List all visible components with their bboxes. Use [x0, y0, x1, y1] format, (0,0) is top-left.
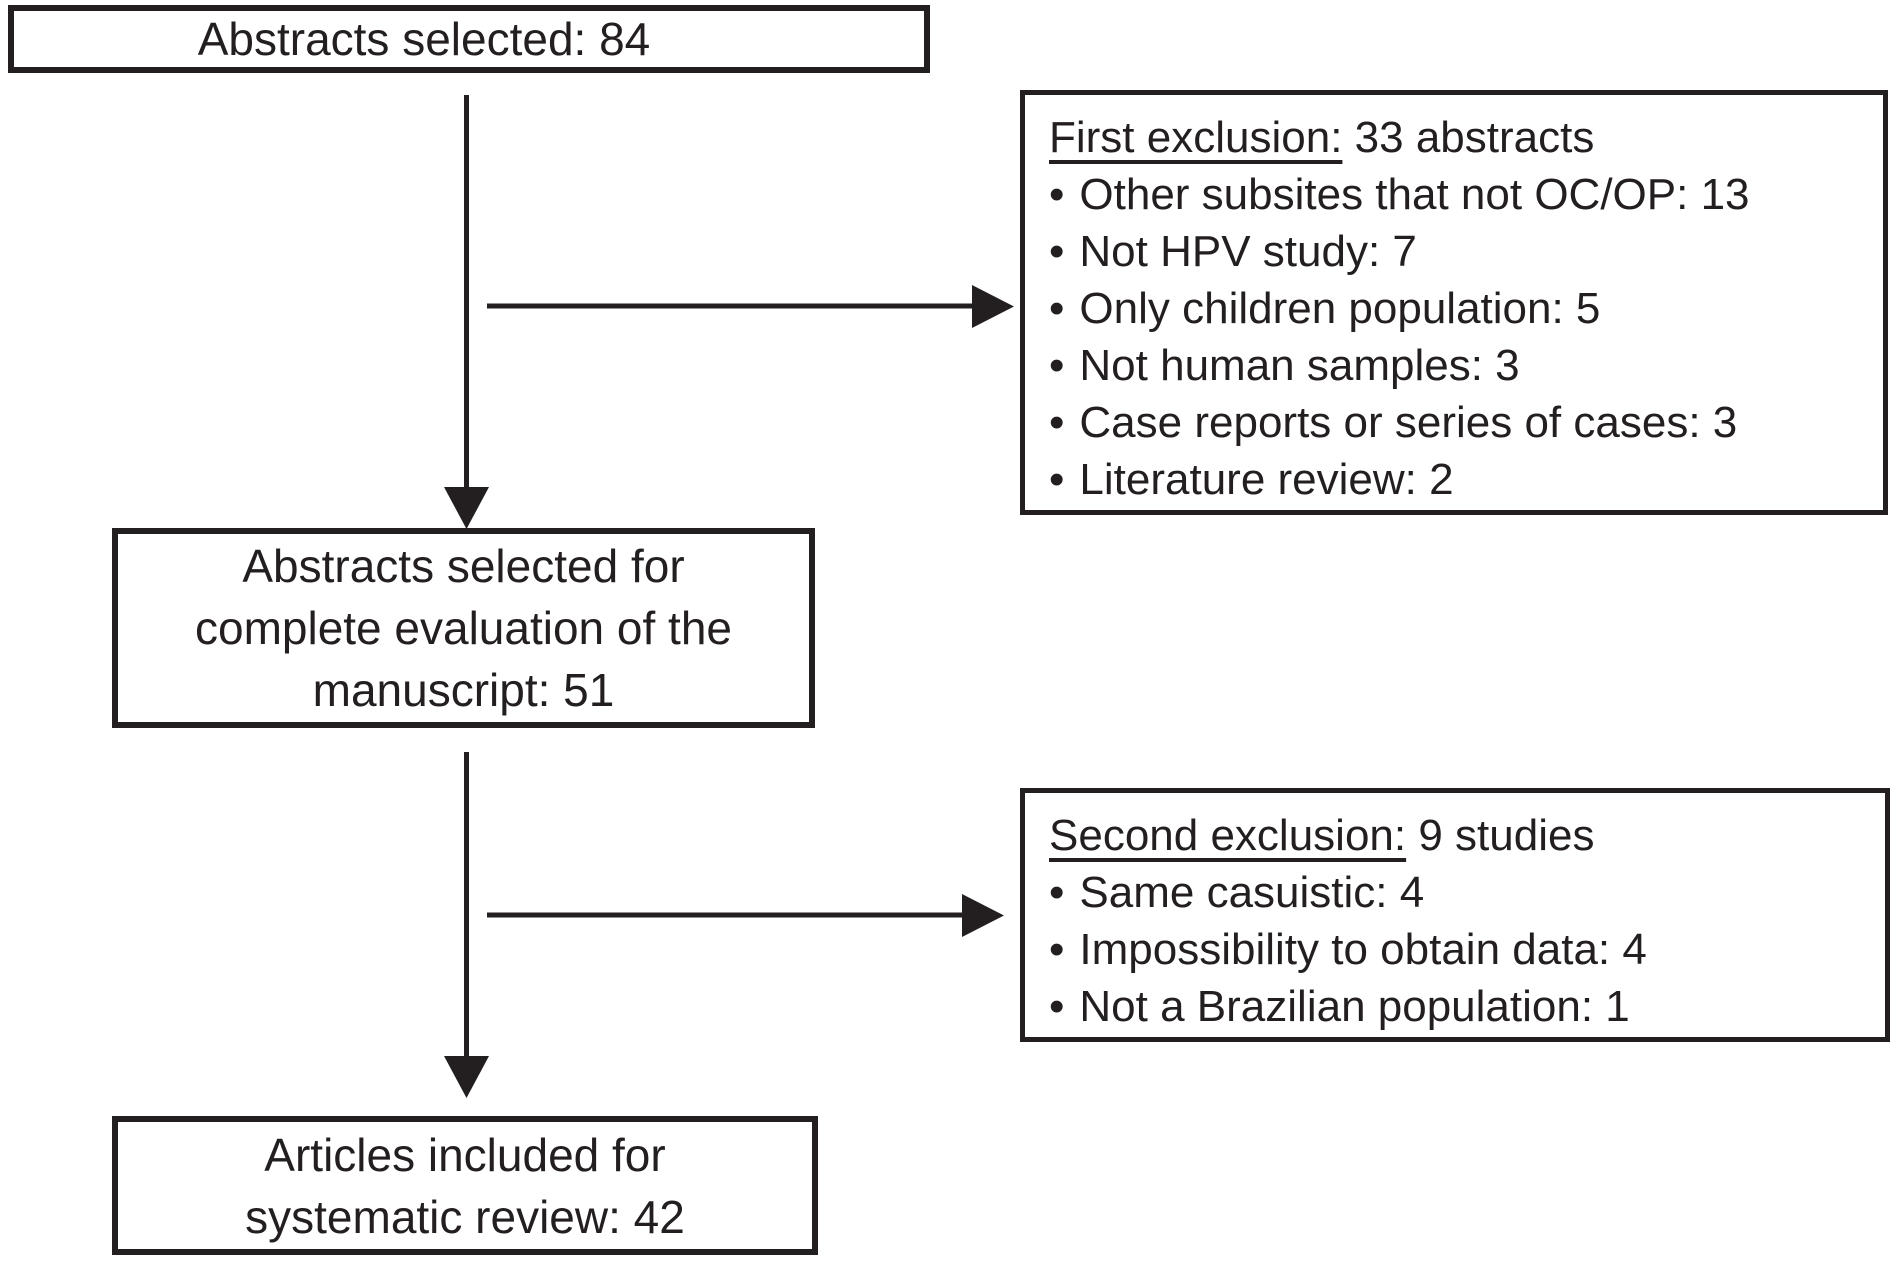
exclusion-reason-text: Only children population: 5 — [1079, 284, 1601, 333]
box-first-exclusion: First exclusion: 33 abstracts • Other su… — [1020, 90, 1888, 515]
bullet-icon: • — [1049, 398, 1065, 447]
box-articles-included: Articles included for systematic review:… — [112, 1116, 818, 1255]
second-exclusion-title-underlined: Second exclusion: — [1049, 811, 1407, 860]
exclusion-reason-item: • Not human samples: 3 — [1049, 337, 1865, 394]
exclusion-reason-item: • Impossibility to obtain data: 4 — [1049, 921, 1867, 978]
exclusion-reason-text: Same casuistic: 4 — [1079, 868, 1425, 917]
complete-evaluation-line: Abstracts selected for — [242, 540, 685, 592]
bullet-icon: • — [1049, 982, 1065, 1031]
box-abstracts-selected: Abstracts selected: 84 — [8, 5, 930, 73]
arrow-middle-to-bottom — [444, 752, 489, 1098]
box-second-exclusion: Second exclusion: 9 studies • Same casui… — [1020, 788, 1890, 1042]
articles-included-line: Articles included for — [264, 1128, 666, 1181]
abstracts-selected-text: Abstracts selected: 84 — [197, 13, 651, 65]
complete-evaluation-line: complete evaluation of the — [194, 602, 733, 654]
exclusion-reason-text: Literature review: 2 — [1079, 455, 1454, 504]
bullet-icon: • — [1049, 284, 1065, 333]
first-exclusion-title: First exclusion: 33 abstracts — [1049, 109, 1865, 166]
complete-evaluation-line: manuscript: 51 — [312, 664, 615, 716]
exclusion-reason-text: Not HPV study: 7 — [1079, 227, 1417, 276]
bullet-icon: • — [1049, 170, 1065, 219]
second-exclusion-title-count: 9 studies — [1406, 811, 1595, 860]
exclusion-reason-text: Case reports or series of cases: 3 — [1079, 398, 1738, 447]
bullet-icon: • — [1049, 868, 1065, 917]
exclusion-reason-item: • Only children population: 5 — [1049, 280, 1865, 337]
articles-included-line: systematic review: 42 — [245, 1190, 685, 1243]
exclusion-reason-item: • Case reports or series of cases: 3 — [1049, 394, 1865, 451]
bullet-icon: • — [1049, 341, 1065, 390]
exclusion-reason-item: • Same casuistic: 4 — [1049, 864, 1867, 921]
arrow-branch-first-exclusion — [487, 285, 1014, 328]
exclusion-reason-text: Other subsites that not OC/OP: 13 — [1079, 170, 1750, 219]
first-exclusion-list: • Other subsites that not OC/OP: 13 • No… — [1049, 166, 1865, 508]
exclusion-reason-item: • Not HPV study: 7 — [1049, 223, 1865, 280]
box-complete-evaluation: Abstracts selected for complete evaluati… — [112, 528, 815, 728]
exclusion-reason-item: • Not a Brazilian population: 1 — [1049, 978, 1867, 1035]
arrow-top-to-middle — [444, 95, 489, 529]
arrow-branch-second-exclusion — [487, 894, 1004, 937]
bullet-icon: • — [1049, 227, 1065, 276]
exclusion-reason-item: • Other subsites that not OC/OP: 13 — [1049, 166, 1865, 223]
second-exclusion-title: Second exclusion: 9 studies — [1049, 807, 1867, 864]
second-exclusion-list: • Same casuistic: 4 • Impossibility to o… — [1049, 864, 1867, 1035]
first-exclusion-title-count: 33 abstracts — [1342, 113, 1595, 162]
first-exclusion-title-underlined: First exclusion: — [1049, 113, 1343, 162]
exclusion-reason-text: Impossibility to obtain data: 4 — [1079, 925, 1647, 974]
exclusion-reason-text: Not a Brazilian population: 1 — [1079, 982, 1630, 1031]
exclusion-reason-item: • Literature review: 2 — [1049, 451, 1865, 508]
bullet-icon: • — [1049, 925, 1065, 974]
exclusion-reason-text: Not human samples: 3 — [1079, 341, 1520, 390]
bullet-icon: • — [1049, 455, 1065, 504]
